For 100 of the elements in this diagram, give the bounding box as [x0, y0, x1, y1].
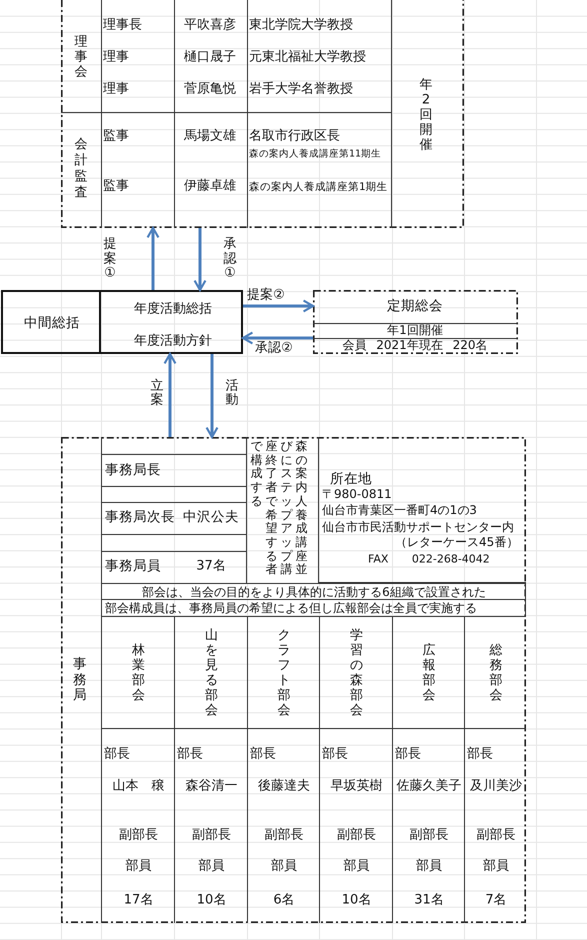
role-text: 部員 [483, 860, 509, 874]
role-text: 副部長 [410, 828, 448, 844]
committee-name: 広報部会 [422, 643, 436, 703]
arrow [242, 332, 313, 344]
role-text: 部員 [344, 860, 370, 874]
item-text: 年度活動総括 [134, 302, 212, 318]
role-text: 部員 [271, 860, 297, 874]
address-heading: 所在地 [330, 472, 372, 488]
box-title: 中間総括 [24, 316, 80, 332]
affiliation-note: 森の案内人養成講座第1期生 [249, 180, 388, 194]
role-text: 部長 [177, 748, 203, 762]
member-count: 10名 [342, 894, 372, 908]
officer-table [101, 437, 247, 583]
role-text: 理事 [103, 50, 129, 66]
membership-note: 森の案内人養成講座並びにステップアップ講座終了者で希望する者で構成する [250, 440, 308, 578]
annual-plan-box [99, 290, 243, 354]
note-row [101, 583, 526, 600]
item-text: 年度活動方針 [134, 334, 212, 350]
member-count: 会員 2021年現在 220名 [342, 339, 488, 353]
role-text: 理事 [103, 82, 129, 98]
note-text: 部会は、当会の目的をより具体的に活動する6組織で設置された [142, 586, 486, 600]
role-text: 部員 [198, 860, 224, 874]
affiliation-text: 名取市行政区長 [249, 130, 340, 144]
role-text: 部員 [126, 860, 152, 874]
edge-label: 提案② [247, 288, 285, 304]
role-text: 部長 [467, 748, 493, 762]
role-text: 監事 [103, 180, 129, 194]
person-name: 菅原亀悦 [184, 82, 236, 98]
secretariat-box [61, 437, 526, 923]
role-text: 部長 [395, 748, 421, 762]
role-text: 部長 [322, 748, 348, 762]
arrow [194, 228, 206, 292]
member-count: 17名 [124, 894, 154, 908]
person-name: 中沢公夫 [183, 510, 239, 526]
role-text: 理事長 [103, 18, 142, 34]
role-text: 副部長 [119, 828, 158, 844]
note-row [101, 600, 526, 617]
member-count: 7名 [485, 894, 507, 908]
role-text: 副部長 [337, 828, 376, 844]
person-name: 早坂英樹 [330, 780, 382, 794]
member-count: 6名 [273, 894, 295, 908]
edge-label: 承認① [222, 237, 238, 281]
address-line: 仙台市青葉区一番町4の1の3 [322, 504, 477, 518]
committee-name: 学習の森部会 [349, 628, 364, 718]
meeting-frequency: 年1回開催 [387, 324, 443, 338]
postal-code: 〒980-0811 [322, 488, 392, 502]
fax-number: FAX 022-268-4042 [368, 554, 490, 566]
committee-name: 山を見る部会 [204, 628, 219, 718]
committee-column [464, 617, 526, 923]
arrow [243, 300, 314, 312]
committee-column [101, 617, 174, 923]
role-text: 部員 [416, 860, 442, 874]
arrow [146, 226, 160, 290]
address-line: （レターケース45番） [395, 536, 518, 550]
role-text: 部長 [250, 748, 276, 762]
board-box [61, 0, 464, 228]
group-title: 事務局 [72, 656, 88, 704]
review-box [1, 290, 101, 354]
box-title: 定期総会 [387, 299, 443, 315]
edge-label: 立案 [150, 379, 164, 408]
member-count: 37名 [196, 560, 226, 574]
role-text: 事務局員 [105, 559, 161, 575]
person-name: 及川美沙 [470, 780, 522, 794]
person-name: 樋口晟子 [184, 50, 236, 66]
role-text: 監事 [103, 130, 129, 144]
member-count: 31名 [414, 894, 444, 908]
role-text: 事務局次長 [105, 510, 175, 526]
committee-column [247, 617, 319, 923]
committee-column [392, 617, 464, 923]
role-text: 部長 [104, 748, 130, 762]
role-text: 副部長 [476, 828, 516, 844]
arrow [206, 354, 218, 438]
affiliation-note: 森の案内人養成講座第11期生 [249, 150, 382, 160]
group-title: 理事会 [74, 34, 88, 80]
role-text: 副部長 [192, 828, 231, 844]
person-name: 平吹喜彦 [184, 18, 236, 34]
affiliation-text: 東北学院大学教授 [249, 18, 353, 34]
person-name: 山本 穣 [112, 780, 164, 794]
note-text: 部会構成員は、事務局員の希望による但し広報部会は全員で実施する [105, 602, 477, 616]
edge-label: 承認② [255, 342, 293, 356]
committee-column [174, 617, 247, 923]
person-name: 森谷清一 [186, 780, 238, 794]
member-count: 10名 [196, 894, 226, 908]
person-name: 佐藤久美子 [396, 780, 462, 794]
committee-name: クラフト部会 [276, 628, 292, 718]
address-line: 仙台市市民活動サポートセンター内 [322, 521, 514, 535]
committee-name: 林業部会 [131, 643, 146, 703]
group-title: 会計監査 [74, 137, 88, 201]
affiliation-text: 岩手大学名誉教授 [249, 82, 353, 98]
committee-column [319, 617, 392, 923]
person-name: 伊藤卓雄 [184, 180, 236, 194]
role-text: 副部長 [264, 828, 304, 844]
person-name: 後藤達夫 [258, 780, 310, 794]
meeting-frequency: 年2回開催 [418, 78, 434, 152]
role-text: 事務局長 [105, 463, 161, 479]
committee-name: 総務部会 [488, 643, 504, 703]
edge-label: 提案① [102, 237, 118, 281]
person-name: 馬場文雄 [184, 130, 236, 144]
edge-label: 活動 [224, 379, 240, 408]
board-section [61, 0, 392, 113]
